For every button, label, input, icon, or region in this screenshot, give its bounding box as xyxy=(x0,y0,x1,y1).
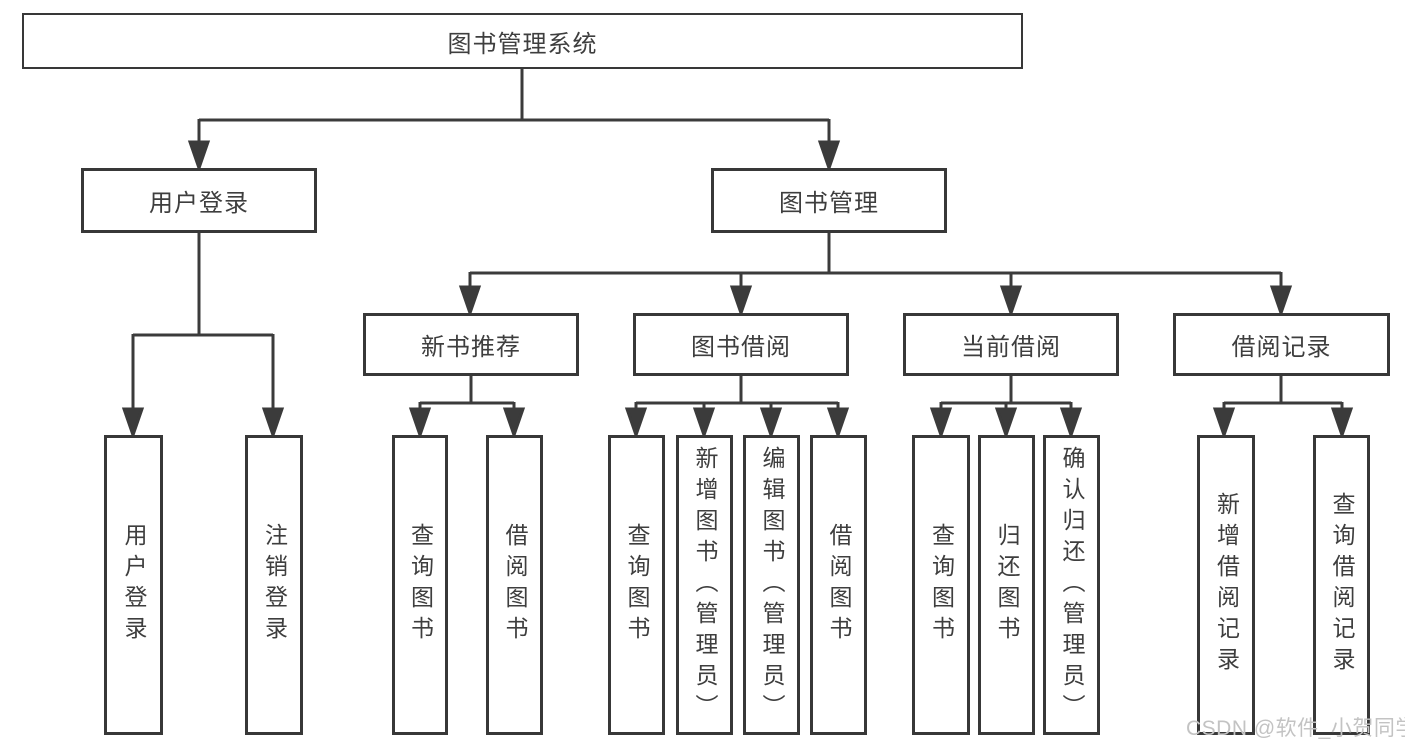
node-user-login: 用户登录 xyxy=(81,168,317,233)
leaf-borrowing-query-books-label: 查询图书 xyxy=(624,523,650,647)
leaf-borrow-books-label: 借阅图书 xyxy=(826,523,852,647)
leaf-user-login: 用户登录 xyxy=(104,435,163,735)
node-book-borrowing: 图书借阅 xyxy=(633,313,849,376)
leaf-query-borrow-record: 查询借阅记录 xyxy=(1313,435,1370,735)
node-user-login-label: 用户登录 xyxy=(149,190,249,217)
leaf-recommend-borrow-books-label: 借阅图书 xyxy=(502,523,528,647)
leaf-recommend-query-books: 查询图书 xyxy=(392,435,448,735)
node-new-book-recommend-label: 新书推荐 xyxy=(421,334,521,361)
node-current-borrowing: 当前借阅 xyxy=(903,313,1119,376)
leaf-add-books-admin: 新增图书（管理员） xyxy=(676,435,733,735)
leaf-logout: 注销登录 xyxy=(245,435,303,735)
node-book-management: 图书管理 xyxy=(711,168,947,233)
leaf-edit-books-admin-label: 编辑图书（管理员） xyxy=(759,445,785,725)
leaf-add-books-admin-label: 新增图书（管理员） xyxy=(692,445,718,725)
leaf-current-query-books: 查询图书 xyxy=(912,435,970,735)
csdn-watermark: CSDN @软件_小贺同学 xyxy=(1186,717,1405,740)
node-root-label: 图书管理系统 xyxy=(447,30,598,58)
leaf-return-books-label: 归还图书 xyxy=(994,523,1020,647)
node-current-borrowing-label: 当前借阅 xyxy=(961,334,1061,361)
node-book-management-label: 图书管理 xyxy=(779,190,879,217)
node-borrowing-records: 借阅记录 xyxy=(1173,313,1390,376)
node-book-borrowing-label: 图书借阅 xyxy=(691,334,791,361)
node-root: 图书管理系统 xyxy=(22,13,1023,69)
leaf-return-books: 归还图书 xyxy=(978,435,1035,735)
leaf-add-borrow-record-label: 新增借阅记录 xyxy=(1213,492,1240,678)
leaf-recommend-query-books-label: 查询图书 xyxy=(407,523,434,647)
leaf-user-login-label: 用户登录 xyxy=(121,523,147,647)
leaf-borrow-books: 借阅图书 xyxy=(810,435,867,735)
leaf-edit-books-admin: 编辑图书（管理员） xyxy=(743,435,800,735)
leaf-confirm-return-admin: 确认归还（管理员） xyxy=(1043,435,1100,735)
leaf-borrowing-query-books: 查询图书 xyxy=(608,435,665,735)
leaf-recommend-borrow-books: 借阅图书 xyxy=(486,435,543,735)
node-new-book-recommend: 新书推荐 xyxy=(363,313,579,376)
leaf-current-query-books-label: 查询图书 xyxy=(928,523,955,647)
leaf-logout-label: 注销登录 xyxy=(261,523,288,647)
leaf-add-borrow-record: 新增借阅记录 xyxy=(1197,435,1255,735)
leaf-query-borrow-record-label: 查询借阅记录 xyxy=(1329,492,1355,678)
node-borrowing-records-label: 借阅记录 xyxy=(1231,334,1332,361)
leaf-confirm-return-admin-label: 确认归还（管理员） xyxy=(1059,445,1085,725)
